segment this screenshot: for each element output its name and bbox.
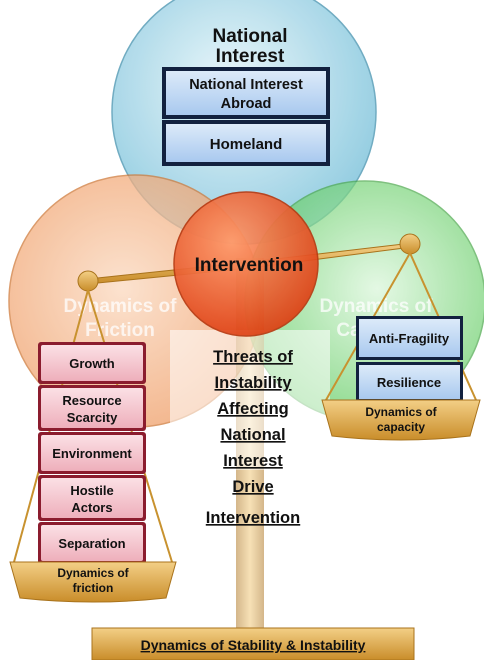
- right-pivot-ball: [399, 233, 421, 255]
- friction-pan-label-1: Dynamics of: [57, 566, 129, 580]
- capacity-circle-label-1: Dynamics of: [320, 296, 434, 317]
- capacity-pan-label-1: Dynamics of: [365, 405, 437, 419]
- homeland-box: [166, 124, 326, 162]
- friction-circle-label-2: Friction: [85, 320, 155, 341]
- environment-box: [41, 435, 143, 471]
- threats-line-2: Instability: [214, 374, 292, 392]
- growth-label: Growth: [69, 356, 115, 371]
- hostile-actors-label-1: Hostile: [70, 483, 113, 498]
- resource-scarcity-label-1: Resource: [62, 393, 121, 408]
- growth-box: [41, 345, 143, 381]
- resilience-box: [359, 365, 460, 399]
- national-interest-abroad-label-2: Abroad: [221, 96, 272, 112]
- threats-text: Threats of Instability Affecting Nationa…: [206, 348, 300, 527]
- national-interest-abroad-box: [166, 71, 326, 115]
- anti-fragility-box: [359, 319, 460, 357]
- homeland-label: Homeland: [210, 136, 283, 153]
- scale-base: [91, 627, 415, 660]
- left-pivot-ball: [77, 270, 99, 292]
- hostile-actors-label-2: Actors: [71, 500, 112, 515]
- threats-line-3: Affecting: [217, 400, 289, 418]
- national-interest-title-2: Interest: [216, 46, 285, 67]
- capacity-pan: [321, 399, 481, 441]
- resilience-label: Resilience: [377, 375, 441, 390]
- threats-line-7: Intervention: [206, 509, 300, 527]
- threats-line-5: Interest: [223, 452, 283, 470]
- resource-scarcity-box: [41, 388, 143, 428]
- separation-box: [41, 525, 143, 561]
- intervention-label: Intervention: [195, 255, 304, 276]
- capacity-pan-label-2: capacity: [377, 420, 425, 434]
- national-interest-title-1: National: [213, 26, 288, 47]
- national-interest-abroad-label-1: National Interest: [189, 77, 303, 93]
- base-label: Dynamics of Stability & Instability: [141, 637, 366, 653]
- hostile-actors-box: [41, 478, 143, 518]
- separation-label: Separation: [58, 536, 125, 551]
- resource-scarcity-label-2: Scarcity: [67, 410, 118, 425]
- capacity-stack: Anti-Fragility Resilience: [356, 316, 463, 402]
- friction-pan: [9, 561, 177, 603]
- threats-line-1: Threats of: [213, 348, 293, 366]
- threats-line-4: National: [220, 426, 285, 444]
- environment-label: Environment: [52, 446, 132, 461]
- friction-pan-label-2: friction: [73, 581, 114, 595]
- intervention-circle: [173, 191, 319, 337]
- friction-stack: Growth Resource Scarcity Environment Hos…: [38, 342, 146, 564]
- threats-line-6: Drive: [232, 478, 273, 496]
- anti-fragility-label: Anti-Fragility: [369, 331, 450, 346]
